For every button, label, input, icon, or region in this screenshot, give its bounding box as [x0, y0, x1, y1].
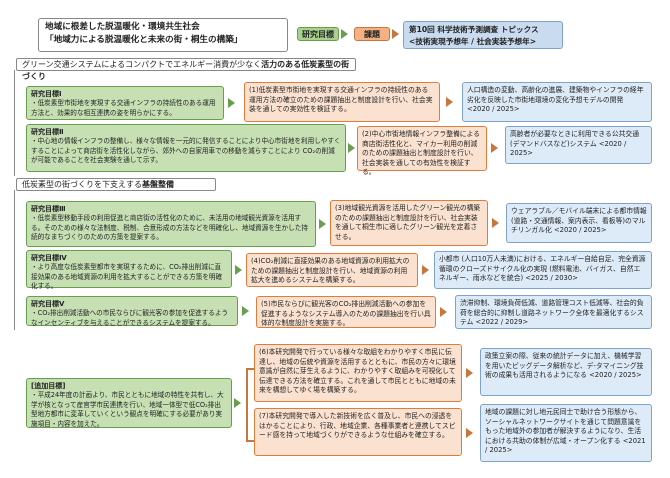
- arrow-right-icon: [466, 368, 473, 378]
- branch-connector: [246, 368, 254, 370]
- section-heading-2-bold: 基盤整備: [142, 180, 174, 189]
- goal-text: ・より高度な低炭素型都市を実現するために、CO₂排出削減に直接効果のある地域資源…: [31, 263, 223, 291]
- arrow-right-icon: [348, 143, 355, 153]
- legend-goal: 研究目標: [297, 27, 339, 41]
- arrow-right-icon: [234, 398, 241, 408]
- legend-task: 課題: [354, 27, 390, 41]
- legend-arrow-icon: [392, 29, 399, 39]
- arrow-right-icon: [492, 218, 499, 228]
- result-box-5: 渋滞抑制、環境負荷低減、道路管理コスト低減等、社会的負荷を総合的に抑制し道路ネッ…: [455, 295, 652, 329]
- section-bracket: [14, 190, 15, 330]
- goal-title: [追加目標]: [31, 382, 66, 390]
- section-heading-1: グリーン交通システムによるコンパクトでエネルギー消費が少なく活力のある低炭素型の…: [16, 58, 356, 81]
- section-bracket: [14, 70, 15, 176]
- task-box-1: (1)低炭素型市街地を実現する交通インフラの持続性のある運用方法の確立のための課…: [244, 82, 440, 122]
- task-box-2: (2)中心市街地情報インフラ整備による商店街活性化と、マイカー利用の削減のための…: [357, 126, 487, 176]
- task-box-5: (5)市民ならびに観光客のCO₂排出削減活動への参加を促進するようなシステム導入…: [256, 296, 436, 328]
- arrow-right-icon: [466, 428, 473, 438]
- legend-arrow-icon: [341, 29, 348, 39]
- page-title-line1: 地域に根差した脱温暖化・環境共生社会: [45, 22, 200, 32]
- arrow-right-icon: [491, 143, 498, 153]
- goal-box-3: 研究目標Ⅲ ・低炭素型移動手段の利用促進と商店街の活性化のために、未活用の地域観…: [26, 201, 316, 247]
- goal-text: ・低炭素型移動手段の利用促進と商店街の活性化のために、未活用の地域観光資源を活用…: [31, 214, 308, 242]
- goal-box-4: 研究目標Ⅳ ・より高度な低炭素型都市を実現するために、CO₂排出削減に直接効果の…: [26, 250, 232, 291]
- goal-text: ・低炭素型市街地を実現する交通インフラの持続性のある運用方法と、効果的な相互連携…: [31, 99, 216, 117]
- section-heading-1-bold: 活力のある低炭素型の街づくり: [22, 60, 350, 81]
- task-box-4: (4)CO₂削減に直接効果のある地域資源の利用拡大のための課題抽出と制度設計を行…: [246, 253, 418, 287]
- result-box-3: ウェアラブル／モバイル端末による都市情報(道路・交通情報、案内表示、看板等)のマ…: [506, 203, 652, 243]
- arrow-right-icon: [319, 219, 326, 229]
- arrow-right-icon: [440, 307, 447, 317]
- result-box-4: 小都市 (人口10万人未満)における、エネルギー自給自足、完全資源循環のクローズ…: [434, 251, 652, 289]
- goal-title: 研究目標Ⅴ: [31, 300, 65, 308]
- goal-text: ・平成24年度の計画より、市民とともに地域の特性を共有し、大学が核となって産官学…: [31, 391, 224, 428]
- goal-box-5: 研究目標Ⅴ ・CO₂排出削減活動への市民ならびに観光客の参加を促進するようなイン…: [26, 296, 238, 327]
- goal-title: 研究目標Ⅱ: [31, 128, 64, 136]
- goal-title: 研究目標Ⅲ: [31, 205, 66, 213]
- result-box-1: 人口構造の変動、高齢化の進展、建築物やインフラの経年劣化を反映した市街地環境の変…: [462, 82, 652, 122]
- legend-result-line2: <技術実現予想年 / 社会実装予想年>: [409, 37, 537, 46]
- goal-box-2: 研究目標Ⅱ ・中心地の情報インフラの整備し、様々な情報を一元的に発信することによ…: [26, 124, 346, 172]
- branch-connector: [246, 440, 254, 442]
- legend-result-line1: 第10回 科学技術予測調査 トピックス: [409, 25, 539, 34]
- goal-box-additional: [追加目標] ・平成24年度の計画より、市民とともに地域の特性を共有し、大学が核…: [26, 378, 232, 428]
- legend-result: 第10回 科学技術予測調査 トピックス <技術実現予想年 / 社会実装予想年>: [403, 21, 563, 49]
- page-title-line2: 「地域力による脱温暖化と未来の街・桐生の構築」: [45, 35, 243, 45]
- section-heading-1-prefix: グリーン交通システムによるコンパクトでエネルギー消費が少なく: [22, 60, 262, 69]
- goal-box-1: 研究目標Ⅰ ・低炭素型市街地を実現する交通インフラの持続性のある運用方法と、効果…: [26, 86, 224, 120]
- arrow-right-icon: [242, 306, 249, 316]
- goal-title: 研究目標Ⅰ: [31, 90, 62, 98]
- goal-text: ・CO₂排出削減活動への市民ならびに観光客の参加を促進するようなインセンティブを…: [31, 309, 229, 327]
- task-box-6: (6)本研究開発で行っている様々な取組をわかりやすく市民に伝達し、地域の伝統や資…: [254, 344, 462, 402]
- arrow-right-icon: [228, 98, 235, 108]
- task-box-3: (3)地域観光資源を活用したグリーン観光の構築のための課題抽出と制度設計を行い、…: [330, 200, 488, 246]
- section-heading-2-prefix: 低炭素型の街づくりを下支えする: [22, 180, 142, 189]
- branch-connector: [246, 368, 248, 442]
- arrow-right-icon: [422, 265, 429, 275]
- goal-title: 研究目標Ⅳ: [31, 254, 67, 262]
- result-box-2: 高齢者が必要なときに利用できる公共交通 (デマンドバスなど)システム <2020…: [505, 126, 652, 164]
- section-heading-2: 低炭素型の街づくりを下支えする基盤整備: [16, 178, 216, 191]
- arrow-right-icon: [235, 265, 242, 275]
- result-box-7: 地域の課題に対し地元民同士で助け合う形態から、ソーシャルネットワークサイトを通じ…: [480, 404, 652, 462]
- result-box-6: 政策立案の際、従来の統計データに加え、機械学習を用いたビッグデータ解析など、デ-…: [480, 348, 652, 396]
- page-title: 地域に根差した脱温暖化・環境共生社会 「地域力による脱温暖化と未来の街・桐生の構…: [38, 18, 288, 52]
- arrow-right-icon: [446, 97, 453, 107]
- task-box-7: (7)本研究開発で導入した新技術を広く普及し、市民への浸透をはかることにより、行…: [254, 408, 462, 456]
- goal-text: ・中心地の情報インフラの整備し、様々な情報を一元的に発信することにより中心市街地…: [31, 137, 341, 165]
